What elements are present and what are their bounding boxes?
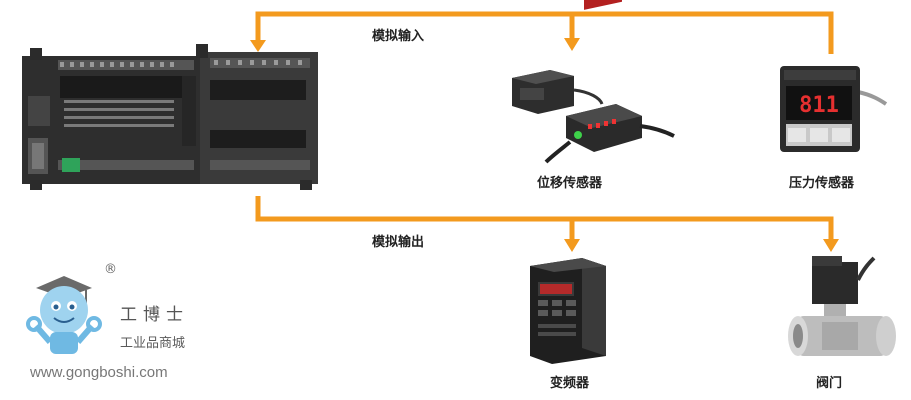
displacement-sensor-label: 位移传感器 (537, 176, 603, 191)
arrowhead-to-valve (823, 239, 839, 252)
arrowhead-to-inverter (564, 239, 580, 252)
watermark-url: www.gongboshi.com (30, 364, 168, 381)
valve-label: 阀门 (816, 376, 843, 391)
arrowhead-to-displacement (564, 38, 580, 51)
watermark-subtitle: 工业品商城 (120, 336, 186, 351)
inverter-label: 变频器 (550, 376, 590, 391)
pressure-sensor-label: 压力传感器 (789, 176, 855, 191)
registered-mark: ® (104, 262, 117, 277)
input-flow-label: 模拟输入 (372, 29, 425, 44)
pressure-display-value: 811 (799, 93, 839, 118)
output-flow-label: 模拟输出 (372, 235, 425, 250)
watermark-brand: 工博士 (120, 305, 189, 325)
arrowhead-to-plc (250, 40, 266, 52)
output-arrow-line (255, 196, 834, 240)
input-arrow-line (255, 11, 834, 54)
